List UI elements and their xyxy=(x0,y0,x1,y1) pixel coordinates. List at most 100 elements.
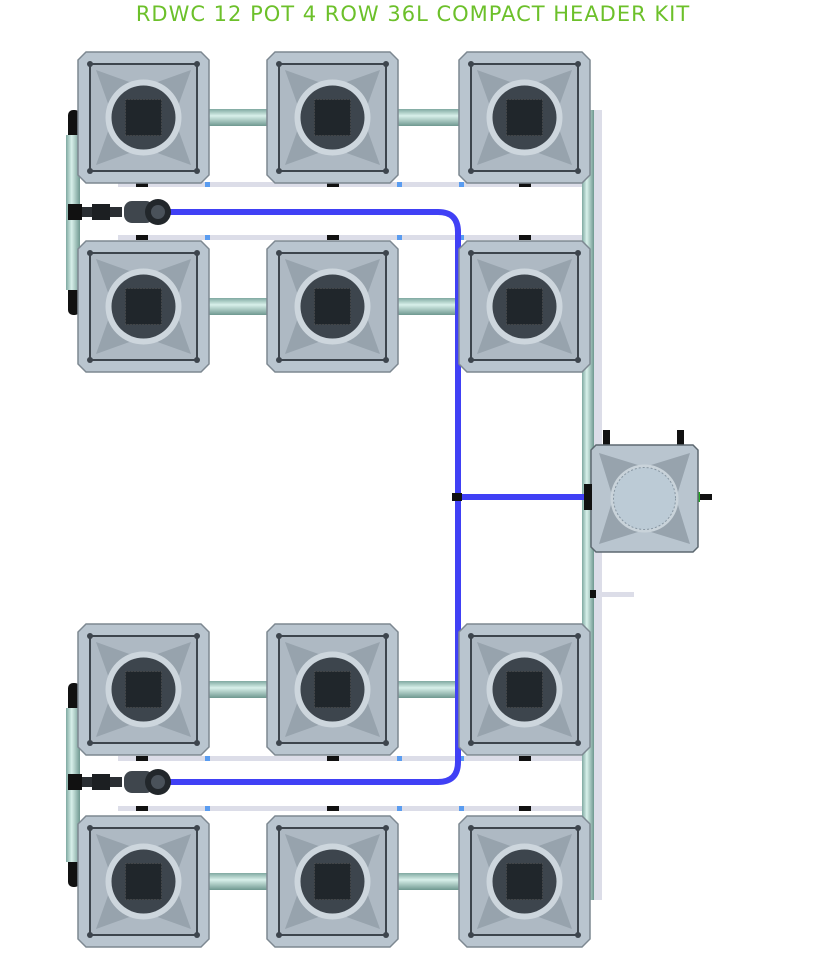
corner-bolt xyxy=(575,932,581,938)
connector-pipe xyxy=(205,298,271,315)
connector-pipe xyxy=(394,298,462,315)
corner-bolt xyxy=(468,633,474,639)
corner-bolt xyxy=(87,932,93,938)
corner-bolt xyxy=(468,168,474,174)
corner-bolt xyxy=(468,61,474,67)
corner-bolt xyxy=(383,825,389,831)
net-pot-mesh xyxy=(314,99,351,136)
connector-pipe xyxy=(394,873,462,890)
pot-3 xyxy=(458,51,591,184)
drain-joint xyxy=(205,756,210,761)
pot-5 xyxy=(266,240,399,373)
pot-12 xyxy=(458,815,591,948)
drain-clip xyxy=(136,182,148,187)
controller-bucket xyxy=(590,444,699,553)
pump-impeller xyxy=(151,775,165,789)
drain-clip xyxy=(519,756,531,761)
drain-line xyxy=(118,235,596,240)
net-pot-mesh xyxy=(125,671,162,708)
corner-bolt xyxy=(276,932,282,938)
drain-clip xyxy=(136,235,148,240)
corner-bolt xyxy=(276,633,282,639)
corner-bolt xyxy=(383,633,389,639)
corner-bolt xyxy=(575,740,581,746)
corner-bolt xyxy=(276,740,282,746)
corner-bolt xyxy=(276,357,282,363)
corner-bolt xyxy=(575,61,581,67)
drain-joint xyxy=(397,756,402,761)
corner-bolt xyxy=(194,168,200,174)
drain-clip xyxy=(327,806,339,811)
pump-elbow xyxy=(68,774,82,790)
connector-pipe xyxy=(394,681,462,698)
controller-outlet xyxy=(698,494,712,500)
net-pot-mesh xyxy=(506,288,543,325)
corner-bolt xyxy=(468,825,474,831)
corner-bolt xyxy=(87,357,93,363)
drain-outlet xyxy=(596,592,634,597)
corner-bolt xyxy=(383,61,389,67)
pot-4 xyxy=(77,240,210,373)
corner-bolt xyxy=(194,740,200,746)
controller-vent xyxy=(677,430,684,446)
pot-9 xyxy=(458,623,591,756)
corner-bolt xyxy=(276,168,282,174)
controller-vent xyxy=(603,430,610,446)
drain-clip xyxy=(136,806,148,811)
pot-10 xyxy=(77,815,210,948)
pot-1 xyxy=(77,51,210,184)
drain-joint xyxy=(205,182,210,187)
corner-bolt xyxy=(468,357,474,363)
corner-bolt xyxy=(383,357,389,363)
drain-clip xyxy=(327,235,339,240)
net-pot-mesh xyxy=(506,99,543,136)
fittings xyxy=(68,199,712,795)
drain-line xyxy=(118,806,596,811)
corner-bolt xyxy=(575,633,581,639)
corner-bolt xyxy=(87,825,93,831)
net-pot-mesh xyxy=(314,288,351,325)
pot-11 xyxy=(266,815,399,948)
pot-2 xyxy=(266,51,399,184)
diagram-title: RDWC 12 POT 4 ROW 36L COMPACT HEADER KIT xyxy=(135,2,691,26)
net-pot-mesh xyxy=(506,863,543,900)
pot-grid xyxy=(77,51,591,948)
return-feed-line xyxy=(458,494,590,500)
corner-bolt xyxy=(87,61,93,67)
corner-bolt xyxy=(194,633,200,639)
corner-bolt xyxy=(575,168,581,174)
corner-bolt xyxy=(468,250,474,256)
connector-pipe xyxy=(205,873,271,890)
net-pot-mesh xyxy=(314,863,351,900)
corner-bolt xyxy=(194,357,200,363)
pump-nut xyxy=(92,774,110,790)
drain-joint xyxy=(397,235,402,240)
tee-fitting xyxy=(452,493,462,501)
corner-bolt xyxy=(276,61,282,67)
net-pot-mesh xyxy=(125,863,162,900)
corner-bolt xyxy=(194,932,200,938)
drain-clip xyxy=(519,235,531,240)
corner-bolt xyxy=(87,740,93,746)
drain-joint xyxy=(205,235,210,240)
corner-bolt xyxy=(87,250,93,256)
corner-bolt xyxy=(87,168,93,174)
corner-bolt xyxy=(87,633,93,639)
connector-pipe xyxy=(205,109,271,126)
net-pot-mesh xyxy=(125,288,162,325)
connector-pipe xyxy=(394,109,462,126)
pump-elbow xyxy=(68,204,82,220)
pump-nut xyxy=(92,204,110,220)
drain-line xyxy=(118,182,596,187)
corner-bolt xyxy=(383,740,389,746)
drain-joint xyxy=(459,182,464,187)
drain-outlet-clip xyxy=(590,590,596,598)
controller-lid xyxy=(613,467,676,530)
corner-bolt xyxy=(575,825,581,831)
pot-6 xyxy=(458,240,591,373)
drain-joint xyxy=(205,806,210,811)
drain-clip xyxy=(327,182,339,187)
corner-bolt xyxy=(194,250,200,256)
corner-bolt xyxy=(575,250,581,256)
drain-clip xyxy=(136,756,148,761)
